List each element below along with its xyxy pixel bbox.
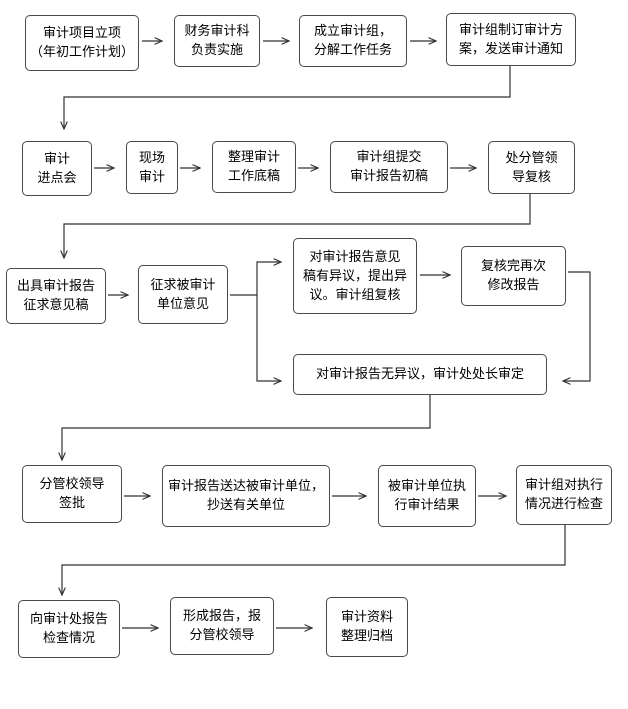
node-line: 审计 bbox=[138, 169, 165, 185]
arrow-n9-n10 bbox=[64, 194, 531, 258]
node-line: 财务审计科 bbox=[184, 24, 250, 39]
node-finance-audit-dept: 财务审计科负责实施 bbox=[174, 15, 260, 67]
node-report-inspection: 向审计处报告检查情况 bbox=[18, 600, 120, 658]
node-line: 行审计结果 bbox=[394, 498, 460, 513]
node-line: 成立审计组， bbox=[313, 24, 392, 39]
node-leader-review: 处分管领导复核 bbox=[488, 141, 575, 194]
node-line: 分解工作任务 bbox=[313, 43, 392, 58]
node-draft-report: 审计组提交审计报告初稿 bbox=[330, 141, 448, 193]
node-form-audit-team: 成立审计组， 分解工作任务 bbox=[299, 15, 407, 67]
node-line: 负责实施 bbox=[190, 43, 243, 58]
node-line: 整理归档 bbox=[340, 629, 393, 644]
node-line: 征求意见稿 bbox=[23, 298, 89, 313]
arrow-n11-n14 bbox=[256, 295, 281, 381]
node-line: 导复核 bbox=[511, 169, 551, 185]
node-line: 审计组制订审计方 bbox=[458, 22, 563, 38]
node-line: 现场 bbox=[138, 150, 165, 166]
node-line: 对审计报告意见 bbox=[309, 249, 401, 265]
node-line: 审计报告初稿 bbox=[349, 169, 428, 184]
node-line: 案，发送审计通知 bbox=[458, 41, 563, 57]
node-line: 审计组提交 bbox=[356, 150, 422, 165]
node-deliver-report: 审计报告送达被审计单位， 抄送有关单位 bbox=[162, 465, 330, 527]
node-line: 签批 bbox=[58, 496, 85, 511]
node-solicit-opinion: 征求被审计单位意见 bbox=[138, 265, 228, 324]
arrow-n18-n19 bbox=[62, 525, 566, 595]
node-line: 处分管领 bbox=[505, 150, 558, 166]
node-audit-plan-notice: 审计组制订审计方案，发送审计通知 bbox=[446, 13, 576, 66]
node-line: 审计 bbox=[43, 151, 70, 167]
node-leader-signoff: 分管校领导签批 bbox=[22, 465, 122, 523]
node-line: 分管校领导 bbox=[39, 477, 105, 492]
node-line: 审计项目立项 bbox=[42, 26, 121, 41]
node-working-papers: 整理审计工作底稿 bbox=[212, 141, 296, 193]
node-project-initiation: 审计项目立项 （年初工作计划） bbox=[25, 15, 139, 71]
node-line: 复核完再次 bbox=[480, 259, 546, 274]
node-line: 检查情况 bbox=[42, 631, 95, 646]
node-line: 被审计单位执 bbox=[387, 479, 466, 494]
node-line: 向审计处报告 bbox=[29, 612, 108, 627]
node-line: 对审计报告无异议，审计处处长审定 bbox=[315, 367, 524, 382]
node-line: 工作底稿 bbox=[227, 169, 280, 184]
node-line: 出具审计报告 bbox=[16, 279, 95, 294]
node-line: 征求被审计 bbox=[150, 277, 216, 293]
node-archive: 审计资料整理归档 bbox=[326, 597, 408, 657]
node-revise-report: 复核完再次修改报告 bbox=[461, 246, 566, 306]
node-execute-results: 被审计单位执行审计结果 bbox=[378, 465, 476, 527]
node-entry-meeting: 审计进点会 bbox=[22, 141, 92, 196]
node-line: 审计资料 bbox=[340, 610, 393, 625]
node-field-audit: 现场审计 bbox=[126, 141, 178, 194]
node-line: 抄送有关单位 bbox=[206, 498, 285, 513]
node-line: 议。审计组复核 bbox=[309, 287, 401, 303]
node-line: 形成报告，报 bbox=[182, 609, 261, 624]
node-line: 整理审计 bbox=[227, 150, 280, 165]
node-comment-draft: 出具审计报告征求意见稿 bbox=[6, 268, 106, 324]
arrow-n4-n5 bbox=[64, 66, 511, 129]
node-line: 审计组对执行 bbox=[524, 478, 603, 493]
node-line: 修改报告 bbox=[487, 278, 540, 293]
arrow-n11-n12 bbox=[230, 262, 281, 296]
node-director-approval: 对审计报告无异议，审计处处长审定 bbox=[293, 354, 547, 395]
arrow-n13-n14 bbox=[563, 271, 591, 381]
node-line: 稿有异议，提出异 bbox=[302, 268, 407, 284]
node-line: 审计报告送达被审计单位， bbox=[167, 479, 324, 494]
node-line: （年初工作计划） bbox=[30, 45, 135, 60]
node-objection-review: 对审计报告意见稿有异议，提出异议。审计组复核 bbox=[293, 238, 417, 314]
node-form-report: 形成报告，报分管校领导 bbox=[170, 597, 274, 655]
node-inspect-execution: 审计组对执行情况进行检查 bbox=[516, 465, 612, 525]
node-line: 情况进行检查 bbox=[524, 497, 603, 512]
node-line: 分管校领导 bbox=[189, 628, 255, 643]
arrow-n14-n15 bbox=[62, 395, 431, 460]
node-line: 单位意见 bbox=[156, 296, 209, 312]
node-line: 进点会 bbox=[37, 170, 77, 186]
